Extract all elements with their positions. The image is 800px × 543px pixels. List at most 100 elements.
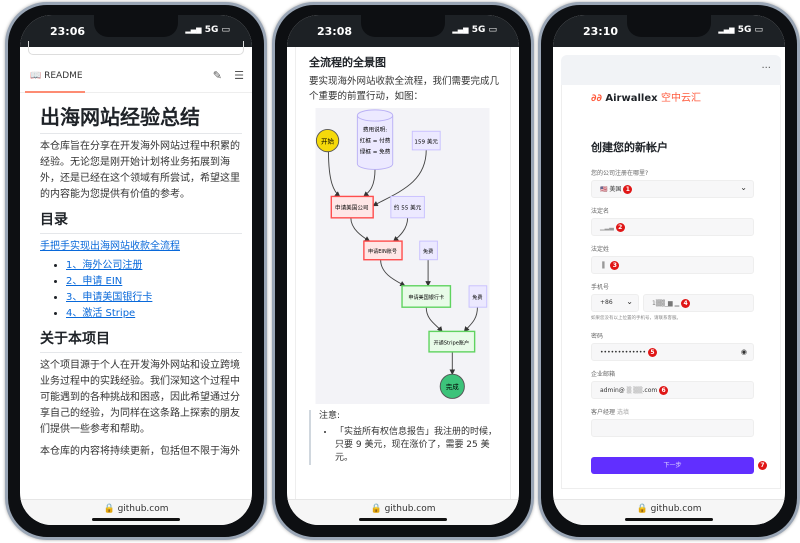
eye-off-icon[interactable]: ◉ xyxy=(740,348,747,356)
phone-flowchart: 23:08 ▂▄▆ 5G ▭ 全流程的全景图 要实现海外网站收款全流程，我们需要… xyxy=(272,2,534,540)
svg-text:申请EIN账号: 申请EIN账号 xyxy=(368,248,397,255)
toc-main-link[interactable]: 手把手实现出海网站收款全流程 xyxy=(40,241,180,252)
airwallex-logo: ∂∂ Airwallex 空中云汇 xyxy=(591,93,702,104)
next-button[interactable]: 下一步 xyxy=(591,457,754,474)
flow-heading: 全流程的全景图 xyxy=(309,56,386,69)
phone-signup: 23:10 ▂▄▆ 5G ▭ ··· ∂∂ Airwallex 空中云汇 创建您… xyxy=(538,2,800,540)
password-label: 密码 xyxy=(591,333,604,340)
notch xyxy=(627,15,711,37)
url-text: github.com xyxy=(384,504,436,514)
chevron-down-icon: ⌄ xyxy=(626,297,633,306)
notch xyxy=(361,15,445,37)
flow-content: 全流程的全景图 要实现海外网站收款全流程，我们需要完成几个重要的前置行动，如图：… xyxy=(309,55,499,465)
phone-hint: 如果您没有以上位置的手机号，请联系客服。 xyxy=(591,316,681,321)
phone-label: 手机号 xyxy=(591,284,610,291)
url-text: github.com xyxy=(650,504,702,514)
screen: 23:10 ▂▄▆ 5G ▭ ··· ∂∂ Airwallex 空中云汇 创建您… xyxy=(553,15,785,525)
email-label: 企业邮箱 xyxy=(591,371,616,378)
url-bar[interactable]: 🔒 github.com xyxy=(287,499,519,525)
toc-item-stripe[interactable]: 4、激活 Stripe xyxy=(66,308,136,319)
node-legend-cylinder: 费用说明: 红框 = 付费 绿框 = 免费 xyxy=(356,109,394,170)
signup-card xyxy=(561,85,781,489)
toc-heading: 目录 xyxy=(40,212,68,228)
phone-code-select[interactable]: +86⌄ xyxy=(591,294,639,312)
phone-input[interactable]: 1▒▒_▆ ▁ 4 xyxy=(643,294,754,312)
svg-text:申请美国银行卡: 申请美国银行卡 xyxy=(408,294,444,301)
home-indicator xyxy=(92,518,180,521)
chevron-down-icon: ⌄ xyxy=(740,183,747,192)
toc-item-company[interactable]: 1、海外公司注册 xyxy=(66,260,143,271)
notch xyxy=(94,15,178,37)
url-bar[interactable]: 🔒 github.com xyxy=(553,499,785,525)
readme-content: 出海网站经验总结 本仓库旨在分享在开发海外网站过程中积累的经验。无论您是刚开始计… xyxy=(40,105,242,460)
toc-item-bank[interactable]: 3、申请美国银行卡 xyxy=(66,292,153,303)
signal-indicator: ▂▄▆ 5G ▭ xyxy=(185,25,230,35)
first-name-input[interactable]: ▁▂▃ 2 xyxy=(591,218,754,236)
flow-intro: 要实现海外网站收款全流程，我们需要完成几个重要的前置行动，如图： xyxy=(309,76,500,102)
toc-list: 1、海外公司注册 2、申请 EIN 3、申请美国银行卡 4、激活 Stripe xyxy=(40,258,242,322)
outline-list-icon[interactable]: ☰ xyxy=(234,69,244,82)
divider xyxy=(40,133,242,134)
node-bank: 申请美国银行卡 xyxy=(401,285,452,308)
country-select[interactable]: 🇺🇸 美国 1⌄ xyxy=(591,180,754,198)
node-cost-ein: 约 55 美元 xyxy=(390,195,425,219)
about-heading: 关于本项目 xyxy=(40,331,110,347)
home-indicator xyxy=(625,518,713,521)
browser-header: ··· xyxy=(561,55,781,85)
note-list: 「实益所有权信息报告」我注册的时候，只要 9 美元，现在涨价了，需要 25 美元… xyxy=(319,426,499,465)
signal-indicator: ▂▄▆ 5G ▭ xyxy=(452,25,497,35)
svg-text:159 美元: 159 美元 xyxy=(414,137,438,145)
node-stripe: 开通Stripe账户 xyxy=(428,330,476,353)
svg-text:红框 = 付费: 红框 = 付费 xyxy=(360,136,391,144)
node-cost-company: 159 美元 xyxy=(411,130,441,151)
edit-pencil-icon[interactable]: ✎ xyxy=(212,69,222,82)
node-start: 开始 xyxy=(315,128,340,153)
first-name-label: 法定名 xyxy=(591,208,610,215)
signal-indicator: ▂▄▆ 5G ▭ xyxy=(718,25,763,35)
last-name-input[interactable]: ▐ 3 xyxy=(591,256,754,274)
manager-input[interactable] xyxy=(591,419,754,437)
status-bar: 23:10 ▂▄▆ 5G ▭ xyxy=(553,15,785,47)
lock-icon: 🔒 xyxy=(103,504,115,514)
svg-text:绿框 = 免费: 绿框 = 免费 xyxy=(360,148,391,156)
clock: 23:08 xyxy=(317,25,353,38)
more-menu-icon[interactable]: ··· xyxy=(761,63,771,74)
password-input[interactable]: ••••••••••••• 5◉ xyxy=(591,343,754,361)
step-badge: 7 xyxy=(758,461,767,470)
svg-text:费用说明:: 费用说明: xyxy=(363,125,387,133)
status-bar: 23:06 ▂▄▆ 5G ▭ xyxy=(20,15,252,47)
clock: 23:10 xyxy=(583,25,619,38)
more-paragraph: 本仓库的内容将持续更新，包括但不限于海外 xyxy=(40,446,240,457)
tab-readme[interactable]: 📖 README xyxy=(30,71,83,81)
manager-label: 客户经理 选填 xyxy=(591,409,629,416)
email-input[interactable]: admin@ ▒ ▒▒.com 6 xyxy=(591,381,754,399)
clock: 23:06 xyxy=(50,25,86,38)
url-text: github.com xyxy=(117,504,169,514)
url-bar[interactable]: 🔒 github.com xyxy=(20,499,252,525)
us-flag-icon: 🇺🇸 xyxy=(600,186,608,193)
divider xyxy=(40,352,242,353)
screen: 23:06 ▂▄▆ 5G ▭ 📖 README ✎ ☰ 出海网站经验总结 本仓库… xyxy=(20,15,252,525)
svg-text:开始: 开始 xyxy=(321,136,335,145)
page-title: 出海网站经验总结 xyxy=(40,105,200,129)
lock-icon: 🔒 xyxy=(370,504,382,514)
note-title: 注意: xyxy=(319,411,341,421)
node-done: 完成 xyxy=(439,373,465,399)
toc-item-ein[interactable]: 2、申请 EIN xyxy=(66,276,123,287)
svg-text:约 55 美元: 约 55 美元 xyxy=(394,203,422,211)
flowchart: 开始 费用说明: 红框 = 付费 绿框 = 免费 159 美元 申请美国公司 约… xyxy=(315,108,490,404)
divider xyxy=(40,233,242,234)
node-ein: 申请EIN账号 xyxy=(363,240,403,261)
country-label: 您的公司注册在哪里? xyxy=(591,170,649,177)
status-bar: 23:08 ▂▄▆ 5G ▭ xyxy=(287,15,519,47)
file-list-remnant xyxy=(28,41,244,55)
svg-text:开通Stripe账户: 开通Stripe账户 xyxy=(434,339,470,346)
content-card xyxy=(295,47,511,499)
note-item: 「实益所有权信息报告」我注册的时候，只要 9 美元，现在涨价了，需要 25 美元… xyxy=(335,426,499,465)
intro-paragraph: 本仓库旨在分享在开发海外网站过程中积累的经验。无论您是刚开始计划将业务拓展到海外… xyxy=(40,141,240,200)
phone-readme: 23:06 ▂▄▆ 5G ▭ 📖 README ✎ ☰ 出海网站经验总结 本仓库… xyxy=(5,2,267,540)
book-icon: 📖 xyxy=(30,71,42,81)
readme-tab-bar: 📖 README ✎ ☰ xyxy=(20,61,252,93)
lock-icon: 🔒 xyxy=(636,504,648,514)
svg-text:免费: 免费 xyxy=(472,294,482,301)
